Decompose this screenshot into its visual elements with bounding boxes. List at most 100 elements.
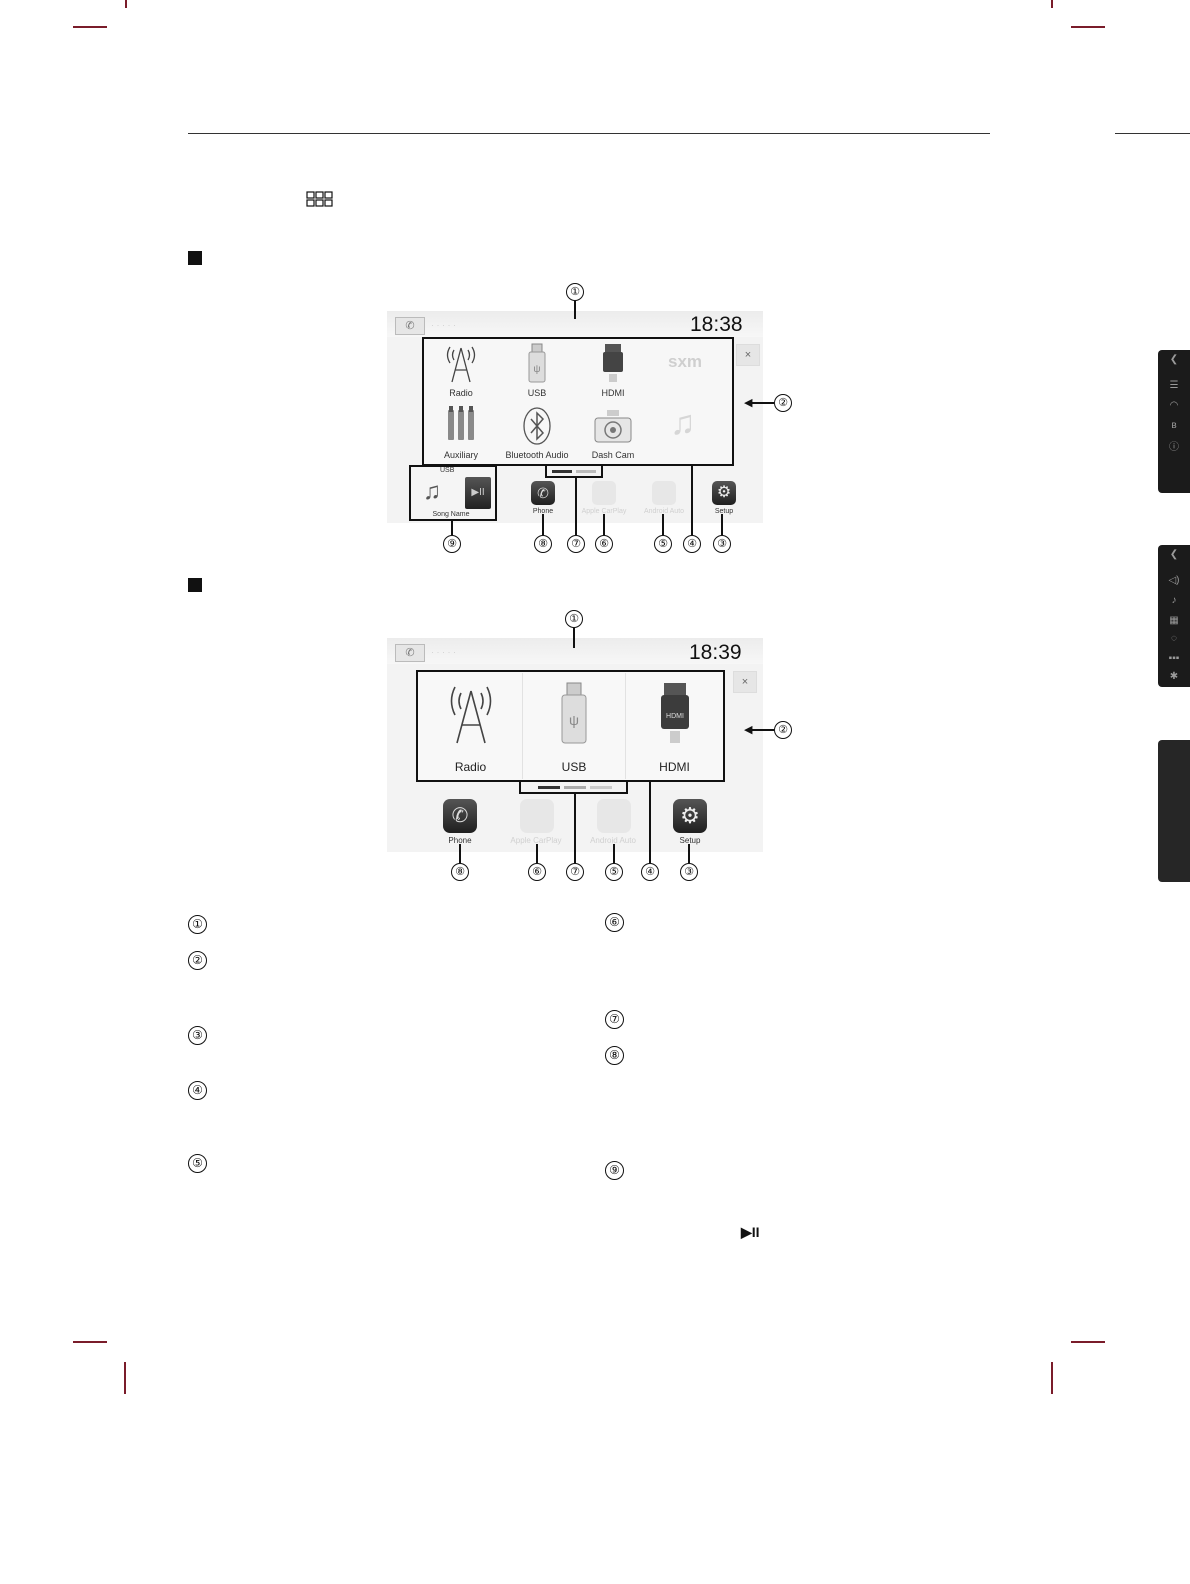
legend-9: ⑨ <box>605 1161 624 1180</box>
android-auto-icon[interactable] <box>652 481 676 505</box>
close-button[interactable]: × <box>733 671 757 693</box>
carplay-icon[interactable] <box>592 481 616 505</box>
hdmi-text: HDMI <box>666 713 684 720</box>
dock-label: Phone <box>532 508 554 515</box>
callout-3: ③ <box>680 863 698 881</box>
section-marker <box>188 578 202 592</box>
dock-label: Phone <box>448 836 472 845</box>
clock: 18:38 <box>690 313 743 336</box>
phone-icon[interactable]: ✆ <box>531 481 555 505</box>
app-label: USB <box>527 388 547 398</box>
side-tab: ❮ ◁) ♪ ▦ ◌ ▪▪▪ ✱ <box>1158 545 1190 687</box>
leader-line <box>459 844 461 863</box>
android-auto-icon[interactable] <box>597 799 631 833</box>
gear-icon[interactable]: ⚙ <box>673 799 707 833</box>
crop-mark <box>124 1362 126 1394</box>
app-label: HDMI <box>601 388 625 398</box>
leader-line <box>575 478 577 535</box>
play-pause-icon: ▶II <box>741 1224 760 1240</box>
hdmi-icon <box>603 344 623 382</box>
leader-line <box>649 782 651 863</box>
divider <box>522 673 523 779</box>
usb-icon: ψ <box>561 682 587 744</box>
leader-line <box>451 521 453 535</box>
leader-line <box>662 514 664 535</box>
close-button[interactable]: × <box>736 344 760 366</box>
page-dot-active <box>552 470 572 473</box>
phone-icon[interactable]: ✆ <box>443 799 477 833</box>
legend-5: ⑤ <box>188 1154 207 1173</box>
legend-7: ⑦ <box>605 1010 624 1029</box>
radio-antenna-icon <box>450 686 492 744</box>
dock-label: Setup <box>714 508 734 515</box>
app-tile-auxiliary[interactable]: Auxiliary <box>432 404 490 462</box>
callout-5: ⑤ <box>605 863 623 881</box>
legend-8: ⑧ <box>605 1046 624 1065</box>
page-dot-active <box>538 786 560 789</box>
phone-mini-icon[interactable]: ✆ <box>395 644 425 662</box>
play-pause-button[interactable]: ▶II <box>465 477 491 509</box>
auxiliary-icon <box>448 406 474 440</box>
divider <box>625 673 626 779</box>
arrow-left-icon: ◀ <box>744 724 753 736</box>
callout-7: ⑦ <box>566 863 584 881</box>
app-tile-music[interactable]: ♫ <box>660 404 718 462</box>
svg-text:ψ: ψ <box>533 364 540 375</box>
app-tile-sxm[interactable]: sxm <box>660 342 718 400</box>
leader-line <box>721 514 723 535</box>
callout-8: ⑧ <box>534 535 552 553</box>
legend-1: ① <box>188 915 207 934</box>
callout-6: ⑥ <box>528 863 546 881</box>
gear-icon[interactable]: ⚙ <box>712 481 736 505</box>
callout-2: ② <box>774 394 792 412</box>
app-label: HDMI <box>659 760 690 774</box>
dock-label: Android Auto <box>590 836 636 845</box>
callout-2: ② <box>774 721 792 739</box>
app-label: Dash Cam <box>591 450 635 460</box>
arrow-left-icon: ◀ <box>744 397 753 409</box>
radio-antenna-icon <box>446 346 476 383</box>
crop-mark <box>73 1341 107 1343</box>
legend-3: ③ <box>188 1026 207 1045</box>
app-tile-dash-cam[interactable]: Dash Cam <box>584 404 642 462</box>
leader-line <box>613 844 615 863</box>
crop-mark <box>125 0 127 8</box>
page-dot <box>564 786 586 789</box>
crop-mark <box>73 26 107 28</box>
sxm-icon: sxm <box>668 352 703 371</box>
header-rule <box>188 133 990 134</box>
dash-cam-icon <box>594 410 632 443</box>
app-tile-radio[interactable]: Radio <box>419 673 522 779</box>
leader-line <box>748 729 774 731</box>
usb-icon: ψ <box>528 343 546 383</box>
crop-mark <box>1071 1341 1105 1343</box>
callout-5: ⑤ <box>654 535 672 553</box>
callout-4: ④ <box>683 535 701 553</box>
page-dot <box>590 786 612 789</box>
callout-9: ⑨ <box>443 535 461 553</box>
crop-mark <box>1051 1362 1053 1394</box>
legend-6: ⑥ <box>605 913 624 932</box>
app-tile-usb[interactable]: ψ USB <box>508 342 566 400</box>
music-note-icon: ♫ <box>423 478 441 505</box>
leader-line <box>536 844 538 863</box>
app-tile-usb[interactable]: ψ USB <box>523 673 625 779</box>
app-label: Radio <box>449 388 473 398</box>
side-tab: ❮ ☰ ◠ ʙ ⓘ <box>1158 350 1190 493</box>
legend-4: ④ <box>188 1081 207 1100</box>
app-tile-bluetooth-audio[interactable]: Bluetooth Audio <box>505 404 569 462</box>
callout-3: ③ <box>713 535 731 553</box>
app-tile-hdmi[interactable]: HDMI <box>584 342 642 400</box>
page-indicator[interactable] <box>545 464 603 478</box>
side-tab <box>1158 740 1190 882</box>
dock-label: Setup <box>679 836 701 845</box>
phone-mini-icon[interactable]: ✆ <box>395 317 425 335</box>
callout-1: ① <box>566 283 584 301</box>
leader-line <box>748 402 774 404</box>
song-name: Song Name <box>432 511 470 518</box>
carplay-icon[interactable] <box>520 799 554 833</box>
app-label: Bluetooth Audio <box>505 450 569 460</box>
app-tile-radio[interactable]: Radio <box>432 342 490 400</box>
app-tile-hdmi[interactable]: HDMI HDMI <box>626 673 723 779</box>
section-marker <box>188 251 202 265</box>
